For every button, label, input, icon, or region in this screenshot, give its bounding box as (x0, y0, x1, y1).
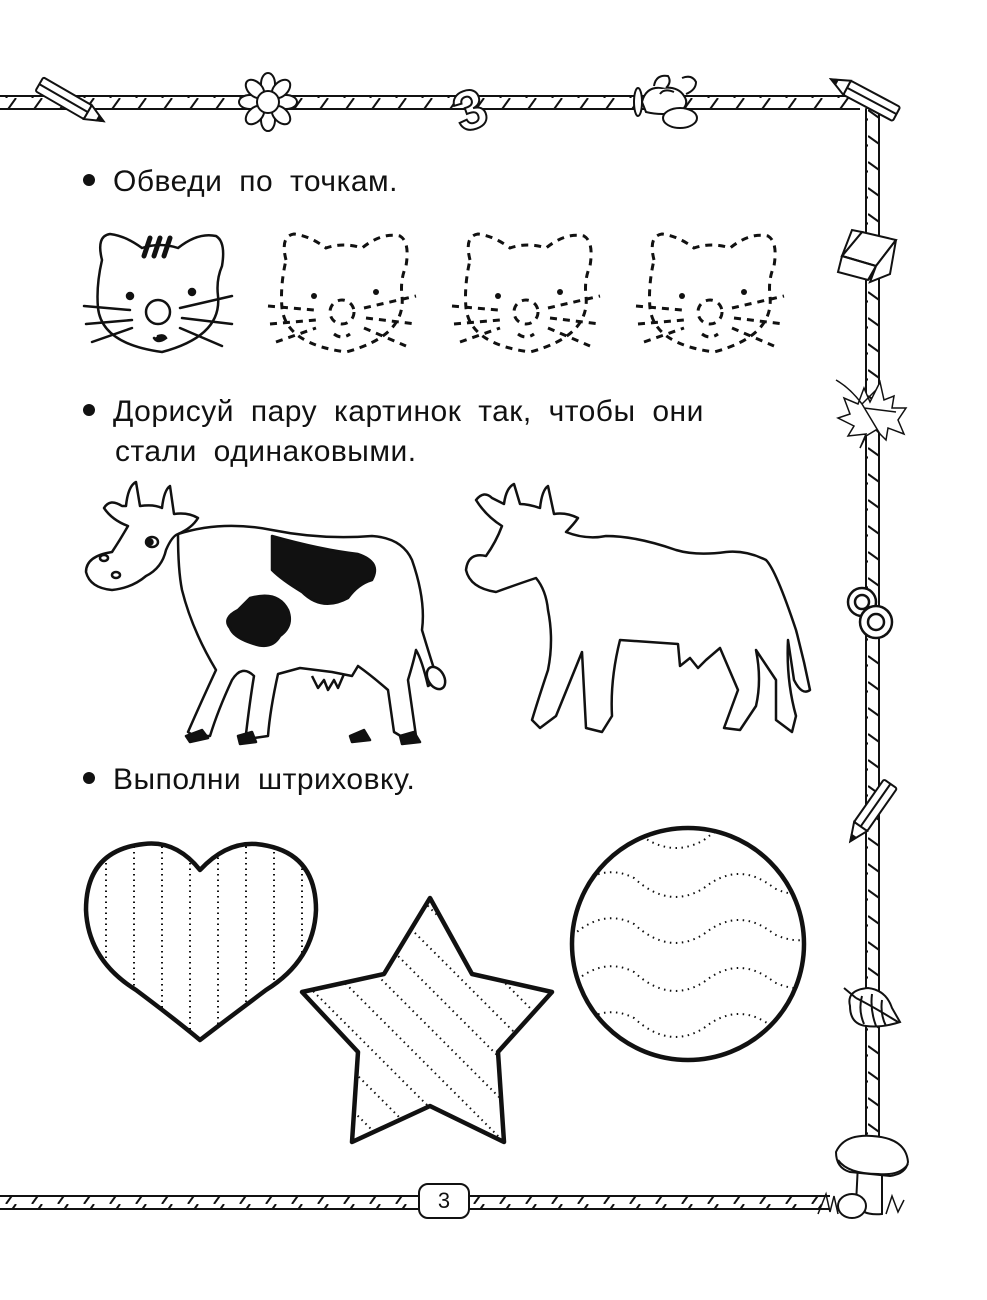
task-text-line2: стали одинаковыми. (115, 435, 417, 468)
number-8-icon (846, 586, 894, 640)
bullet-icon (83, 772, 95, 785)
svg-text:3: 3 (445, 75, 496, 145)
pencil-icon (828, 78, 901, 122)
airplane-icon (633, 74, 698, 129)
bullet-icon (83, 174, 95, 187)
number-3-icon: 3 (444, 74, 497, 146)
task-trace-instruction: Обведи по точкам. (83, 162, 398, 202)
cube-icon (836, 228, 898, 284)
circle-hatching (569, 825, 807, 1063)
heart-hatching (83, 841, 319, 1043)
page-number: 3 (418, 1183, 470, 1219)
mushroom-icon (817, 1134, 910, 1219)
pencil-icon (35, 76, 106, 123)
cat-face-trace-2 (451, 232, 601, 354)
task-text-line1: Дорисуй пару картинок так, чтобы они (113, 395, 704, 428)
star-hatching (299, 895, 555, 1145)
cow-outline (464, 482, 812, 734)
leaf-icon (843, 986, 902, 1028)
task-text: Обведи по точкам. (113, 165, 398, 198)
cow-complete (84, 480, 447, 746)
cat-face-trace-3 (635, 232, 785, 354)
bullet-icon (83, 404, 95, 417)
flower-icon (238, 72, 298, 132)
task-text: Выполни штриховку. (113, 763, 416, 796)
cat-face-sample (82, 232, 234, 354)
task-complete-instruction: Дорисуй пару картинок так, чтобы они ста… (83, 392, 803, 472)
pencil-icon (848, 779, 898, 844)
maple-leaf-icon (835, 379, 908, 449)
cat-face-trace-1 (267, 232, 417, 354)
task-hatch-instruction: Выполни штриховку. (83, 760, 415, 800)
